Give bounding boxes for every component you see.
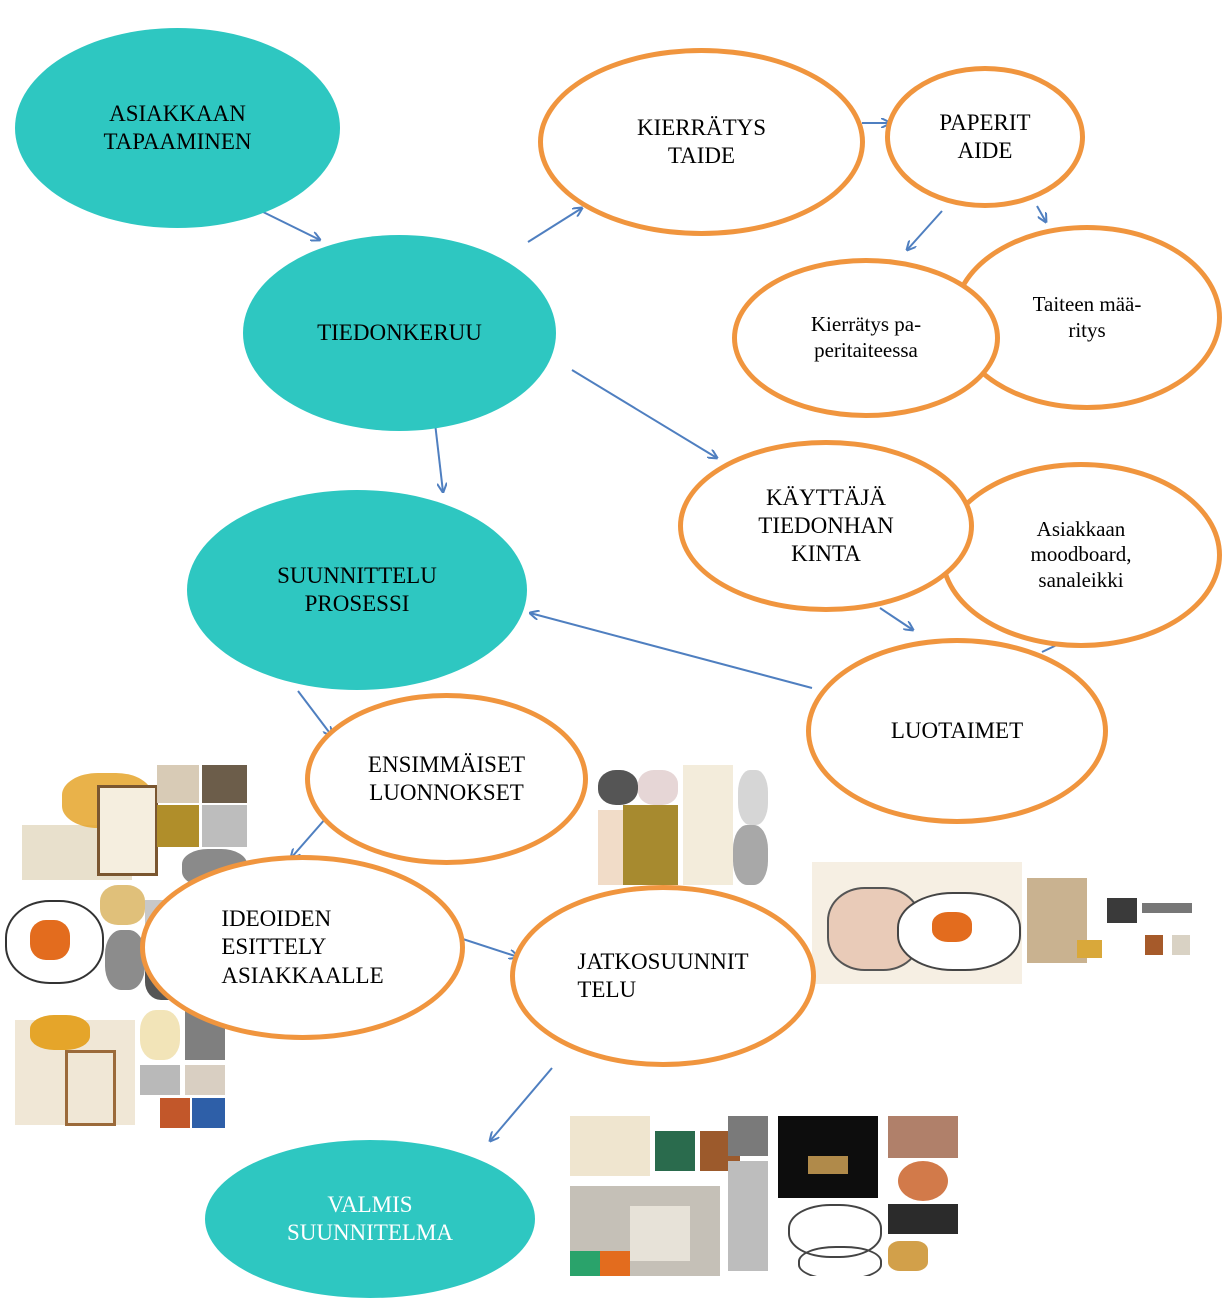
collage-left-top: [22, 765, 247, 887]
collage-left-bottom: [10, 1010, 225, 1128]
node-label: ASIAKKAAN TAPAAMINEN: [103, 100, 252, 154]
node-luotaimet: LUOTAIMET: [806, 638, 1108, 824]
node-label: VALMIS SUUNNITELMA: [286, 1191, 454, 1245]
collage-sketches: [593, 765, 773, 887]
arrow-jatkosuunnittelu-to-valmis: [490, 1067, 553, 1141]
node-label: KIERRÄTYS TAIDE: [636, 114, 767, 168]
node-label: ENSIMMÄISET LUONNOKSET: [367, 751, 526, 805]
node-label: PAPERIT AIDE: [939, 109, 1031, 163]
arrow-tiedonkeruu-to-kierratys: [527, 208, 582, 243]
collage-technical: [1027, 878, 1197, 966]
node-valmis-suunnitelma: VALMIS SUUNNITELMA: [205, 1140, 535, 1298]
collage-final-details: [778, 1116, 960, 1276]
collage-final-room: [570, 1116, 770, 1276]
arrow-kayttaja-to-luotaimet: [879, 607, 913, 630]
node-label: Asiakkaan moodboard, sanaleikki: [1030, 516, 1132, 592]
collage-lamp-model: [812, 862, 1022, 984]
node-suunnittelu-prosessi: SUUNNITTELU PROSESSI: [187, 490, 527, 690]
arrow-ensimmaiset-to-ideoiden: [291, 817, 327, 858]
node-jatkosuunnittelu: JATKOSUUNNIT TELU: [510, 885, 816, 1067]
arrow-luotaimet-to-suunnittelu: [530, 613, 813, 689]
node-label: Kierrätys pa- peritaiteessa: [810, 312, 922, 362]
node-kayttaja-tiedonhankinta: KÄYTTÄJÄ TIEDONHAN KINTA: [678, 440, 974, 612]
node-kierratys-taide: KIERRÄTYS TAIDE: [538, 48, 865, 236]
node-asiakkaan-moodboard: Asiakkaan moodboard, sanaleikki: [940, 462, 1222, 648]
node-ideoiden-esittely: IDEOIDEN ESITTELY ASIAKKAALLE: [140, 855, 465, 1040]
node-taiteen-maaritys: Taiteen mää- ritys: [952, 225, 1222, 410]
node-asiakkaan-tapaaminen: ASIAKKAAN TAPAAMINEN: [15, 28, 340, 228]
node-label: SUUNNITTELU PROSESSI: [277, 562, 437, 616]
arrow-tapaaminen-to-tiedonkeruu: [254, 207, 320, 240]
arrow-paperit-to-kierratys-paperitaiteessa: [907, 210, 943, 250]
node-ensimmaiset-luonnokset: ENSIMMÄISET LUONNOKSET: [305, 693, 588, 865]
node-label: KÄYTTÄJÄ TIEDONHAN KINTA: [758, 484, 894, 567]
node-label: JATKOSUUNNIT TELU: [577, 948, 749, 1002]
node-label: IDEOIDEN ESITTELY ASIAKKAALLE: [221, 906, 384, 988]
arrow-suunnittelu-to-ensimmaiset: [297, 690, 332, 736]
node-kierratys-paperitaiteessa: Kierrätys pa- peritaiteessa: [732, 258, 1000, 418]
node-label: Taiteen mää- ritys: [1032, 291, 1142, 342]
arrow-tiedonkeruu-to-suunnittelu: [434, 422, 443, 492]
node-label: LUOTAIMET: [890, 717, 1024, 743]
arrow-paperit-to-taiteen-maaritys: [1036, 205, 1046, 222]
node-paperit-aide: PAPERIT AIDE: [885, 66, 1085, 208]
node-label: TIEDONKERUU: [317, 319, 482, 345]
arrow-tiedonkeruu-to-kayttaja: [571, 369, 717, 458]
node-tiedonkeruu: TIEDONKERUU: [243, 235, 556, 431]
